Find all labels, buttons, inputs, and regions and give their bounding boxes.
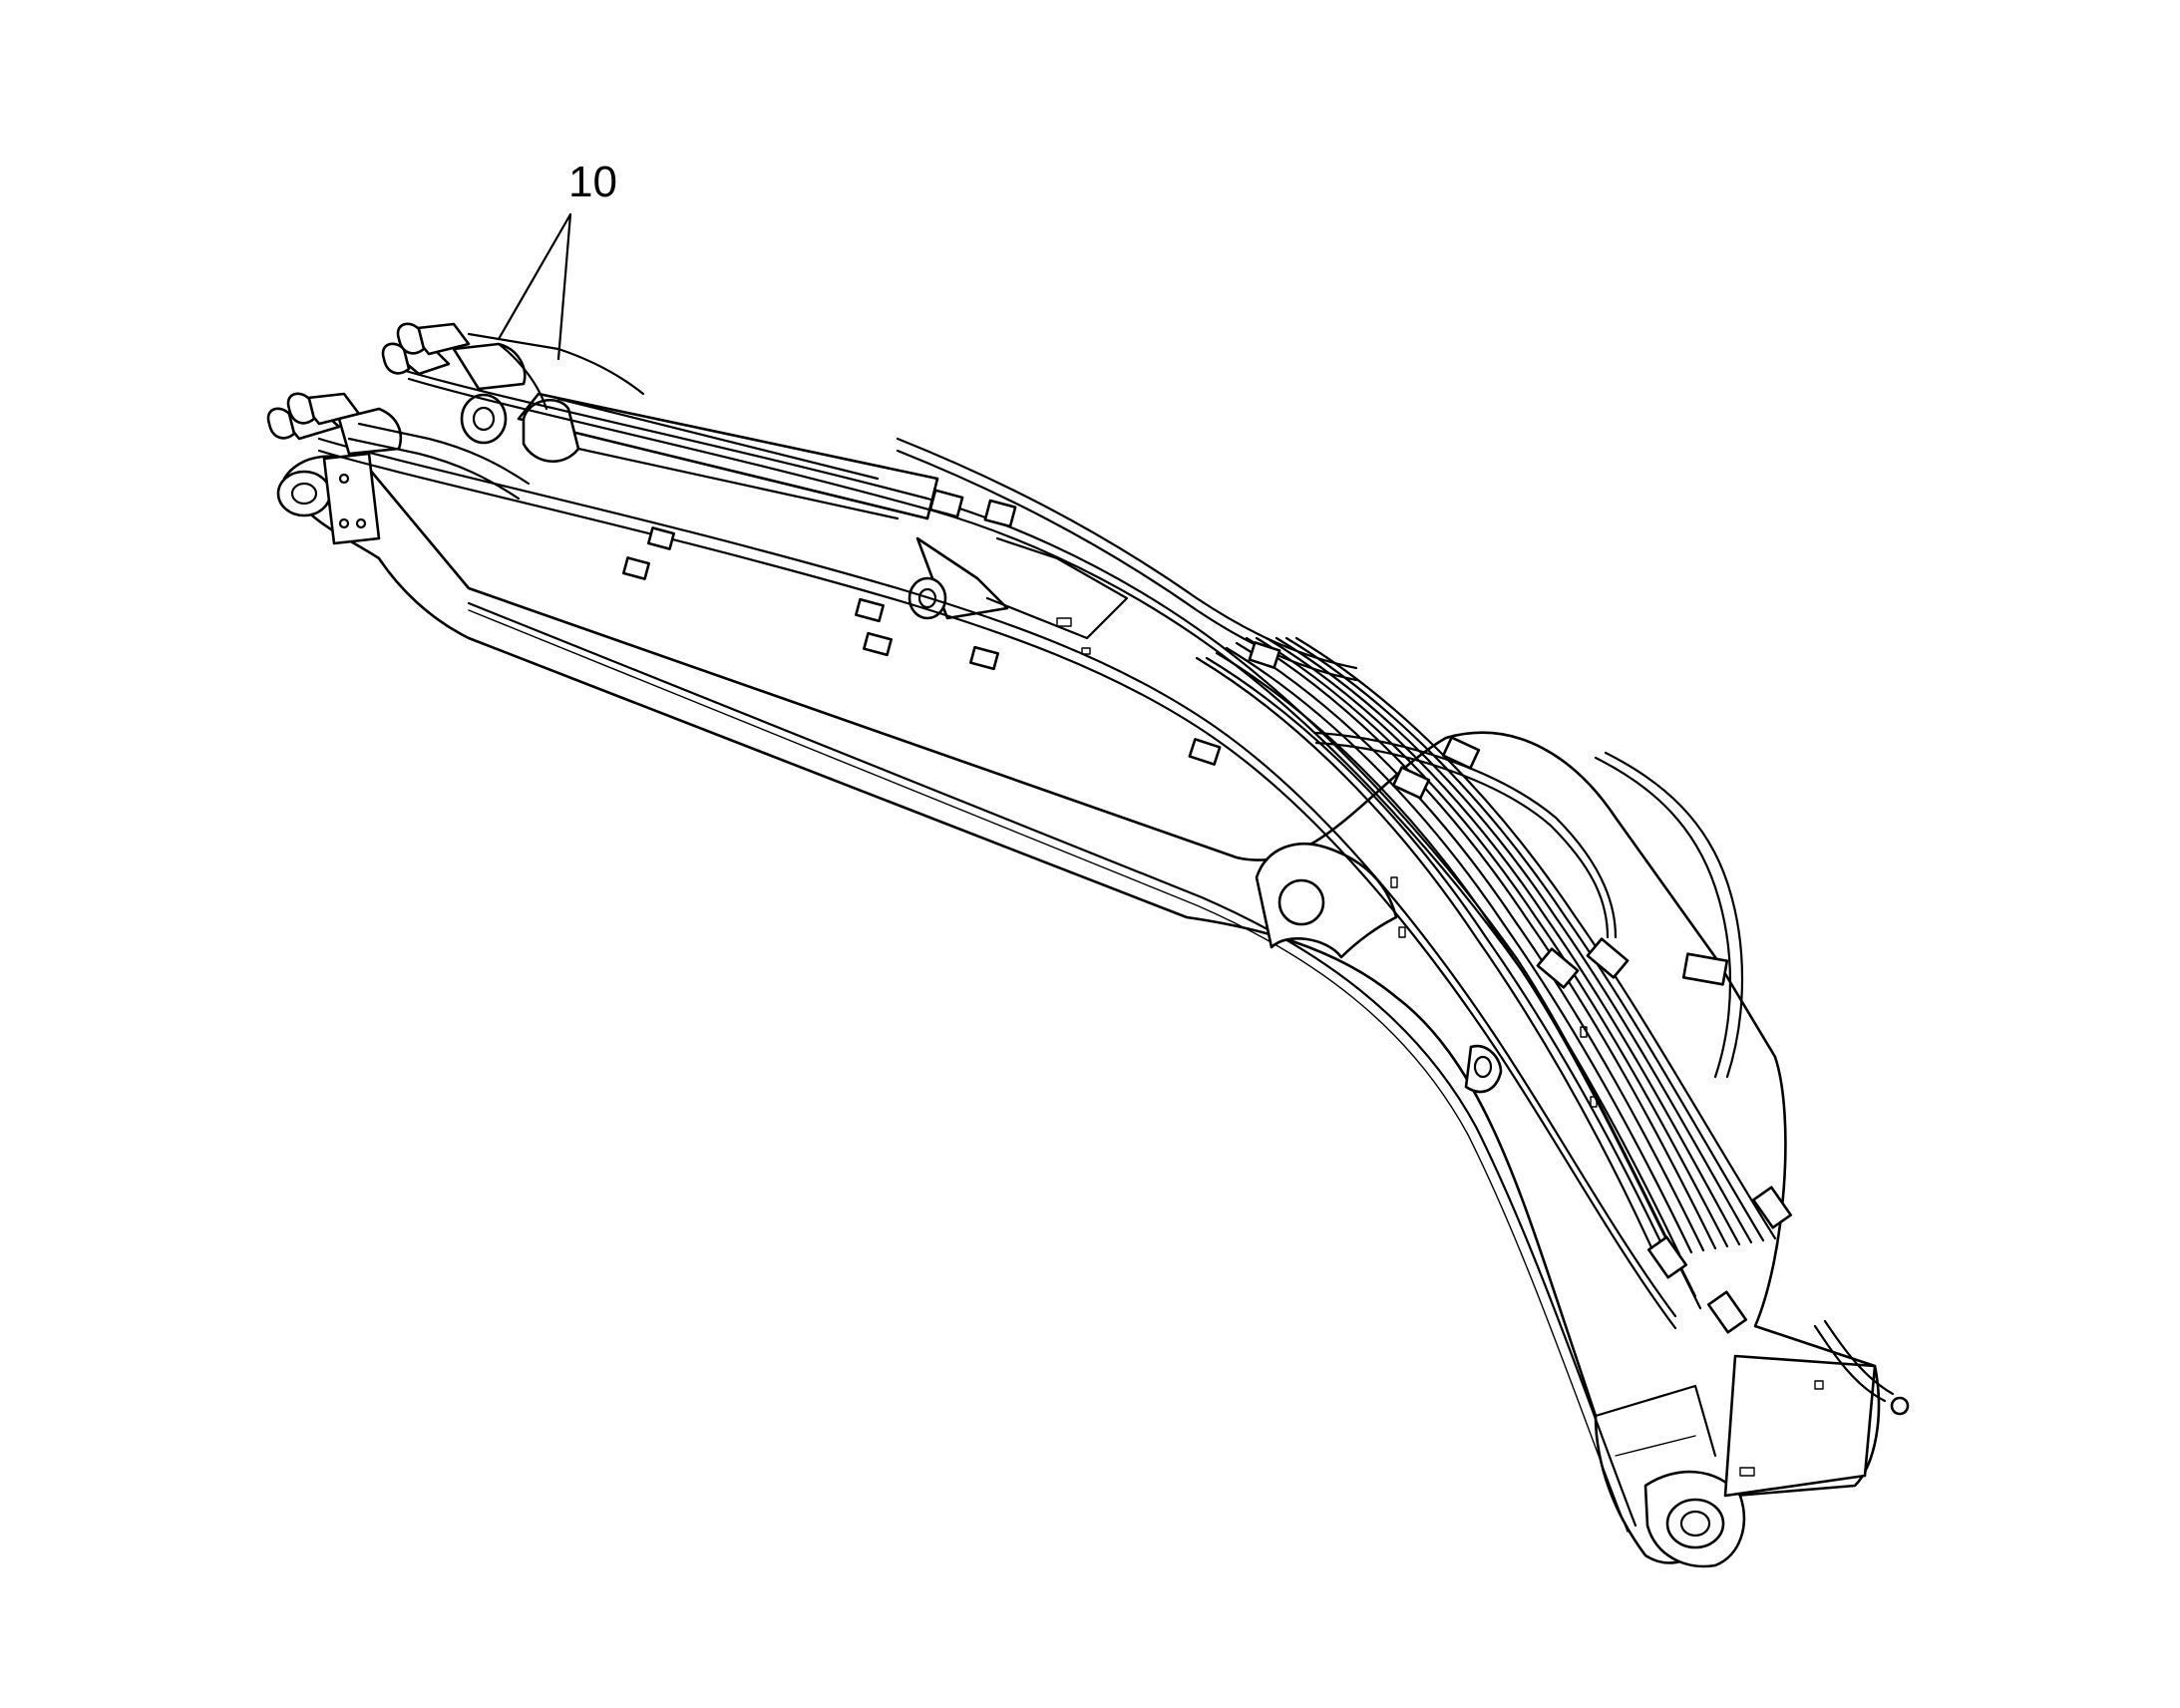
callout-label-10: 10 <box>568 158 617 206</box>
boom-body <box>276 452 1881 1568</box>
callout-leaders <box>497 212 572 361</box>
hose-bundle <box>317 367 1910 1416</box>
hose-end-fittings <box>266 322 645 501</box>
boom-cylinder <box>460 392 1129 655</box>
hose-clamps <box>622 489 1793 1334</box>
